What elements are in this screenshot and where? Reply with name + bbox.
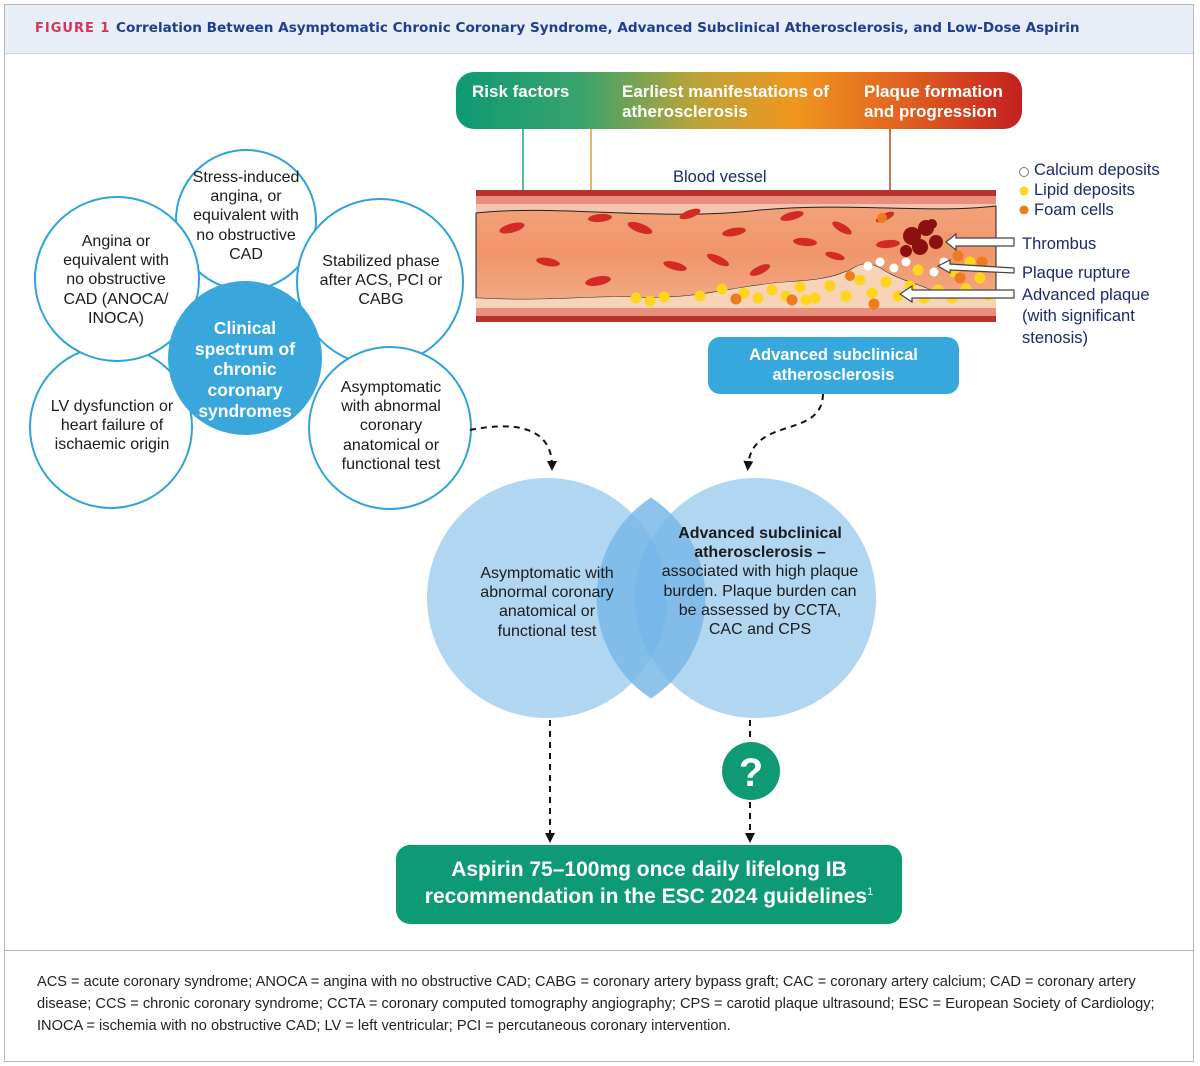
question-circle <box>722 742 780 800</box>
spectrum-petals <box>29 149 472 510</box>
vessel-annotation-arrows <box>898 232 1015 304</box>
footnote: ACS = acute coronary syndrome; ANOCA = a… <box>37 974 1155 1035</box>
venn-right-label: Advanced subclinical atherosclerosis – a… <box>660 524 860 639</box>
legend-lipid: Lipid deposits <box>1034 181 1135 199</box>
petal-circle-asymptomatic <box>308 346 472 510</box>
label-plaque-rupture: Plaque rupture <box>1022 264 1131 282</box>
stage-earliest: Earliest manifestations of atheroscleros… <box>622 82 829 121</box>
spectrum-center-label: Clinical spectrum of chronic coronary sy… <box>194 318 296 421</box>
petal-circle-anoca <box>34 196 200 362</box>
venn-left-label: Asymptomatic with abnormal coronary anat… <box>480 565 614 640</box>
recommendation-box <box>396 845 902 924</box>
legend-dot-calcium <box>1019 167 1029 177</box>
legend-foam: Foam cells <box>1034 201 1114 219</box>
blood-vessel <box>475 190 1015 322</box>
legend-dot-lipid <box>1019 186 1029 196</box>
blood-vessel-label: Blood vessel <box>673 168 767 186</box>
venn-right-bold: Advanced subclinical atherosclerosis – <box>678 525 842 562</box>
petal-anoca: Angina or equivalent with no obstructive… <box>63 233 169 327</box>
label-advanced-plaque: Advanced plaque (with significant stenos… <box>1022 286 1150 347</box>
venn-right-circle <box>636 478 876 718</box>
petal-stress: Stress-induced angina, or equivalent wit… <box>192 169 300 263</box>
footer-divider <box>5 950 1193 951</box>
legend-dot-foam <box>1019 205 1029 215</box>
legend-calcium: Calcium deposits <box>1034 161 1160 179</box>
dashed-arrow-to-venn-left <box>469 425 557 471</box>
subclinical-box <box>708 337 959 394</box>
label-thrombus: Thrombus <box>1022 235 1097 253</box>
recommendation-text: Aspirin 75–100mg once daily lifelong IB … <box>424 858 868 909</box>
venn-left-circle <box>427 478 667 718</box>
figure-title: Correlation Between Asymptomatic Chronic… <box>116 20 1080 36</box>
foam-cells <box>730 213 988 310</box>
petal-asymptomatic: Asymptomatic with abnormal coronary anat… <box>340 379 442 473</box>
recommendation-label: Aspirin 75–100mg once daily lifelong IB … <box>412 856 886 911</box>
petal-stabilized: Stabilized phase after ACS, PCI or CABG <box>319 253 443 309</box>
question-mark: ? <box>739 751 763 795</box>
petal-lv: LV dysfunction or heart failure of ischa… <box>50 398 174 454</box>
dashed-arrow-to-venn-right <box>743 393 824 471</box>
recommendation-superscript: 1 <box>867 886 874 899</box>
subclinical-box-label: Advanced subclinical atherosclerosis <box>749 346 918 384</box>
stage-risk-factors: Risk factors <box>472 82 570 101</box>
spectrum-center-circle <box>168 281 322 435</box>
stage-plaque: Plaque formation and progression <box>864 82 1003 121</box>
diagram: ? Stress-induced angina, or equivalent w… <box>29 72 1160 924</box>
red-blood-cells <box>499 208 900 286</box>
figure-header: FIGURE 1 Correlation Between Asymptomati… <box>5 5 1193 54</box>
figure-label: FIGURE 1 <box>35 21 111 36</box>
thrombus <box>900 219 943 257</box>
progression-bar <box>456 72 1022 129</box>
venn-right-rest: associated with high plaque burden. Plaq… <box>661 563 859 638</box>
diagram-graphics: ? <box>29 72 1029 924</box>
